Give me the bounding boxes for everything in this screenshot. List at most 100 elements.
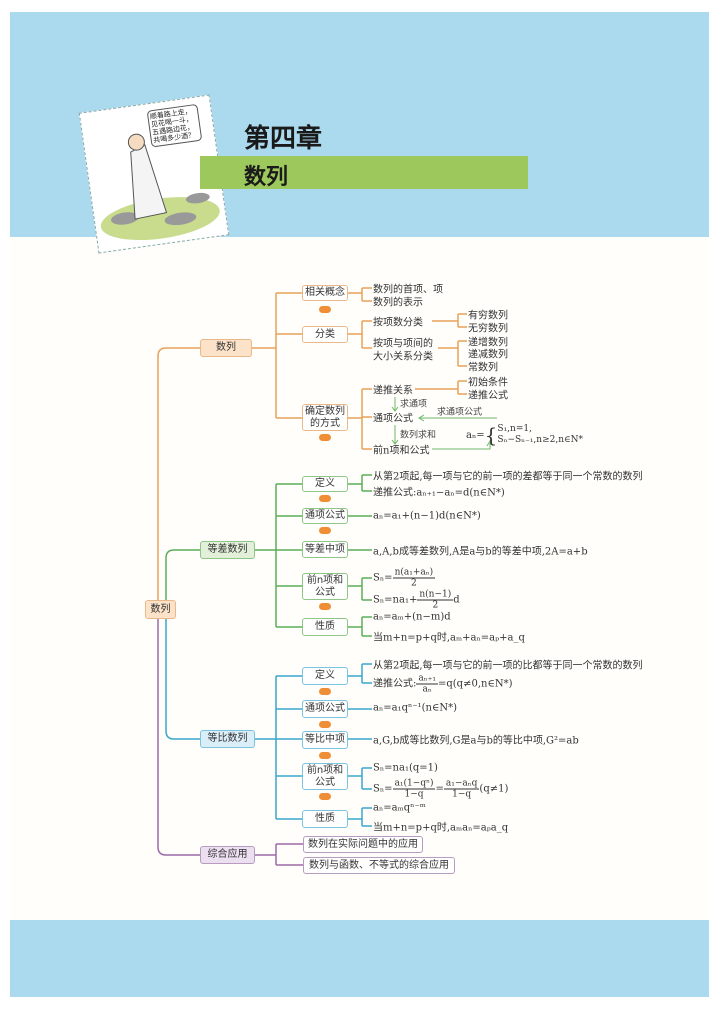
label-line: 确定数列	[305, 405, 345, 417]
formula-lhs: aₙ=	[466, 429, 485, 441]
formula-sum1: Sₙ=n(a₁+aₙ)2	[373, 567, 436, 589]
den: 2	[432, 600, 439, 611]
node-arith-properties: 性质	[302, 618, 348, 636]
leaf: 当m+n=p+q时,aₘ+aₙ=aₚ+a_q	[373, 632, 525, 644]
node-arith-general-term: 通项公式	[302, 508, 348, 524]
leaf: a,A,b成等差数列,A是a与b的等差中项,2A=a+b	[373, 546, 588, 558]
node-classification: 分类	[302, 326, 348, 343]
illustration-figure	[100, 104, 220, 241]
node-geo-definition: 定义	[302, 667, 348, 685]
num: n(n−1)	[417, 589, 454, 601]
leaf: 按项与项间的	[373, 338, 433, 350]
label-line: 公式	[315, 586, 335, 598]
leaf: 通项公式	[373, 413, 413, 425]
leaf: 大小关系分类	[373, 351, 433, 363]
node-sequence: 数列	[200, 339, 252, 357]
f: =q(q≠0,n∈N*)	[438, 678, 513, 690]
f: Sₙ=na₁+	[373, 594, 418, 606]
badge-icon	[319, 306, 331, 313]
content-area	[10, 237, 709, 920]
badge-icon	[319, 495, 331, 502]
badge-icon	[319, 752, 331, 759]
num: aₙ₊₁	[416, 673, 438, 685]
num: a₁(1−qⁿ)	[392, 778, 436, 790]
formula-an-piecewise: aₙ={ S₁,n=1,Sₙ−Sₙ₋₁,n≥2,n∈N*	[466, 424, 583, 446]
num: n(a₁+aₙ)	[392, 567, 436, 579]
label-line: 的方式	[310, 417, 340, 429]
case: S₁,n=1,	[497, 424, 532, 434]
node-application-item: 数列与函数、不等式的综合应用	[303, 857, 455, 874]
f: Sₙ=	[373, 783, 393, 795]
label-line: 前n项和	[306, 764, 344, 776]
leaf: aₙ=a₁qⁿ⁻¹(n∈N*)	[373, 702, 458, 714]
node-geo-properties: 性质	[302, 810, 348, 828]
leaf: 有穷数列	[468, 310, 508, 322]
root-node: 数列	[145, 600, 176, 619]
arrow-label: 求通项公式	[437, 407, 483, 418]
chapter-title-banner: 数列	[200, 156, 528, 190]
leaf: aₙ=aₘ+(n−m)d	[373, 611, 451, 623]
label-line: 公式	[315, 776, 335, 788]
fraction: a₁(1−qⁿ)1−q	[392, 778, 436, 800]
node-arith-sum: 前n项和公式	[302, 573, 348, 600]
den: aₙ	[422, 684, 432, 695]
num: a₁−aₙq	[443, 778, 480, 790]
formula-sum2: Sₙ=na₁+n(n−1)2 d	[373, 590, 460, 611]
fraction: n(a₁+aₙ)2	[392, 567, 436, 589]
leaf: 初始条件	[468, 377, 508, 389]
leaf: a,G,b成等比数列,G是a与b的等比中项,G²=ab	[373, 735, 579, 747]
footer-band	[10, 920, 709, 997]
leaf: 递推公式	[468, 390, 508, 402]
den: 1−q	[452, 789, 472, 800]
leaf: 递增数列	[468, 337, 508, 349]
chapter-title: 数列	[244, 165, 289, 190]
node-arithmetic-sequence: 等差数列	[200, 541, 255, 559]
leaf: 从第2项起,每一项与它的前一项的差都等于同一个常数的数列	[373, 471, 643, 483]
badge-icon	[319, 434, 331, 441]
f: d	[453, 594, 460, 606]
arrow-label: 求通项	[400, 399, 428, 410]
node-geo-middle-term: 等比中项	[302, 731, 348, 749]
leaf: 数列的首项、项	[373, 284, 443, 296]
badge-icon	[319, 527, 331, 534]
leaf: aₙ=aₘqⁿ⁻ᵐ	[373, 802, 426, 814]
badge-icon	[319, 688, 331, 695]
node-applications: 综合应用	[200, 846, 255, 864]
chapter-illustration: 顺着路上走，见花喝一斗，五遇路边花，共喝多少酒？	[78, 94, 230, 254]
leaf: 当m+n=p+q时,aₘaₙ=aₚa_q	[373, 822, 509, 834]
leaf: 按项数分类	[373, 317, 423, 329]
node-geo-sum: 前n项和公式	[302, 763, 348, 790]
chapter-number: 第四章	[244, 124, 323, 154]
badge-icon	[319, 721, 331, 728]
den: 1−q	[404, 789, 424, 800]
leaf: 前n项和公式	[373, 445, 430, 457]
den: 2	[410, 578, 417, 589]
brace: {	[484, 423, 498, 447]
node-arith-middle-term: 等差中项	[302, 541, 348, 558]
node-related-concepts: 相关概念	[302, 285, 348, 301]
label-line: 前n项和	[306, 574, 344, 586]
node-arith-definition: 定义	[302, 476, 348, 492]
f: 递推公式:	[373, 678, 417, 690]
leaf: 无穷数列	[468, 323, 508, 335]
leaf: 递减数列	[468, 349, 508, 361]
arrow-label: 数列求和	[400, 430, 437, 441]
f: =	[435, 783, 444, 795]
leaf: 数列的表示	[373, 297, 423, 309]
leaf: 递推公式:aₙ₊₁−aₙ=d(n∈N*)	[373, 487, 505, 499]
case: Sₙ−Sₙ₋₁,n≥2,n∈N*	[497, 435, 584, 445]
node-geo-general-term: 通项公式	[302, 700, 348, 718]
f: Sₙ=	[373, 572, 393, 584]
formula-cases: S₁,n=1,Sₙ−Sₙ₋₁,n≥2,n∈N*	[497, 424, 583, 446]
node-application-item: 数列在实际问题中的应用	[303, 836, 423, 853]
badge-icon	[319, 603, 331, 610]
leaf: aₙ=a₁+(n−1)d(n∈N*)	[373, 510, 481, 522]
leaf: Sₙ=na₁(q=1)	[373, 762, 438, 774]
leaf: 常数列	[468, 362, 498, 374]
node-determine-methods: 确定数列的方式	[302, 404, 348, 431]
